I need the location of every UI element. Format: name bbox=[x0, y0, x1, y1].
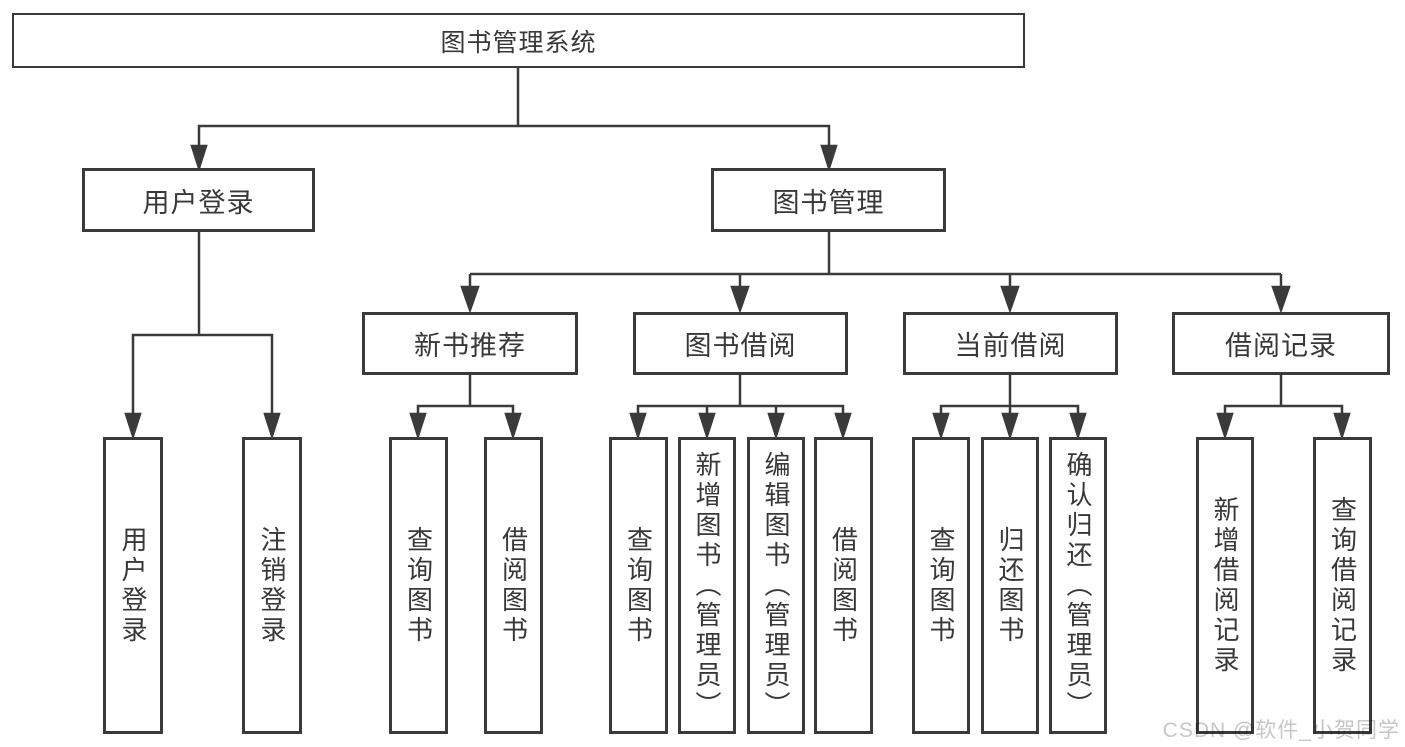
leaf-label: 确认归还（管理员） bbox=[1063, 450, 1093, 721]
leaf-label: 借阅图书 bbox=[498, 525, 529, 646]
leaf-borrow-books: 借阅图书 bbox=[814, 437, 873, 734]
connector-current-borrow-to-leaves bbox=[932, 375, 1087, 441]
leaf-logout: 注销登录 bbox=[242, 437, 302, 734]
leaf-edit-books-admin: 编辑图书（管理员） bbox=[747, 437, 805, 734]
node-current-borrowing: 当前借阅 bbox=[903, 312, 1118, 375]
node-label: 图书管理系统 bbox=[440, 28, 597, 57]
leaf-user-login: 用户登录 bbox=[103, 437, 163, 734]
connector-user-login-to-leaves bbox=[124, 232, 281, 441]
leaf-recommend-borrow-books: 借阅图书 bbox=[484, 437, 543, 734]
leaf-borrow-query-books: 查询图书 bbox=[609, 437, 668, 734]
node-label: 图书管理 bbox=[772, 187, 885, 218]
node-book-borrowing: 图书借阅 bbox=[633, 312, 848, 375]
node-label: 当前借阅 bbox=[954, 331, 1067, 361]
node-new-book-recommendation: 新书推荐 bbox=[362, 312, 578, 375]
node-label: 用户登录 bbox=[142, 187, 255, 218]
leaf-label: 新增借阅记录 bbox=[1210, 495, 1240, 676]
leaf-label: 查询图书 bbox=[403, 525, 434, 646]
connector-new-book-to-leaves bbox=[409, 375, 522, 441]
connector-root-to-level2 bbox=[190, 68, 838, 173]
leaf-label: 用户登录 bbox=[118, 525, 148, 646]
connector-book-borrow-to-leaves bbox=[629, 375, 852, 441]
leaf-confirm-return-admin: 确认归还（管理员） bbox=[1049, 437, 1107, 734]
leaf-return-books: 归还图书 bbox=[981, 437, 1039, 734]
leaf-label: 借阅图书 bbox=[828, 525, 859, 646]
connector-borrow-record-to-leaves bbox=[1216, 375, 1351, 441]
leaf-label: 查询图书 bbox=[926, 525, 956, 646]
node-book-management: 图书管理 bbox=[711, 168, 946, 232]
leaf-query-borrow-record: 查询借阅记录 bbox=[1313, 437, 1372, 734]
leaf-add-books-admin: 新增图书（管理员） bbox=[678, 437, 736, 734]
node-library-management-system: 图书管理系统 bbox=[12, 13, 1025, 68]
leaf-add-borrow-record: 新增借阅记录 bbox=[1196, 437, 1254, 734]
node-label: 借阅记录 bbox=[1225, 331, 1337, 361]
connector-book-mgmt-to-level3 bbox=[460, 232, 1291, 314]
leaf-label: 查询图书 bbox=[623, 525, 654, 646]
leaf-label: 归还图书 bbox=[995, 525, 1025, 646]
leaf-label: 查询借阅记录 bbox=[1327, 495, 1358, 676]
csdn-watermark: CSDN @软件_小贺同学 bbox=[1162, 719, 1400, 742]
node-borrowing-records: 借阅记录 bbox=[1172, 312, 1390, 375]
leaf-current-query-books: 查询图书 bbox=[912, 437, 970, 734]
leaf-recommend-query-books: 查询图书 bbox=[389, 437, 448, 734]
node-label: 新书推荐 bbox=[414, 331, 526, 361]
leaf-label: 编辑图书（管理员） bbox=[761, 450, 791, 721]
node-label: 图书借阅 bbox=[684, 331, 797, 361]
leaf-label: 新增图书（管理员） bbox=[692, 450, 722, 721]
node-user-login: 用户登录 bbox=[82, 168, 315, 232]
leaf-label: 注销登录 bbox=[257, 525, 287, 646]
